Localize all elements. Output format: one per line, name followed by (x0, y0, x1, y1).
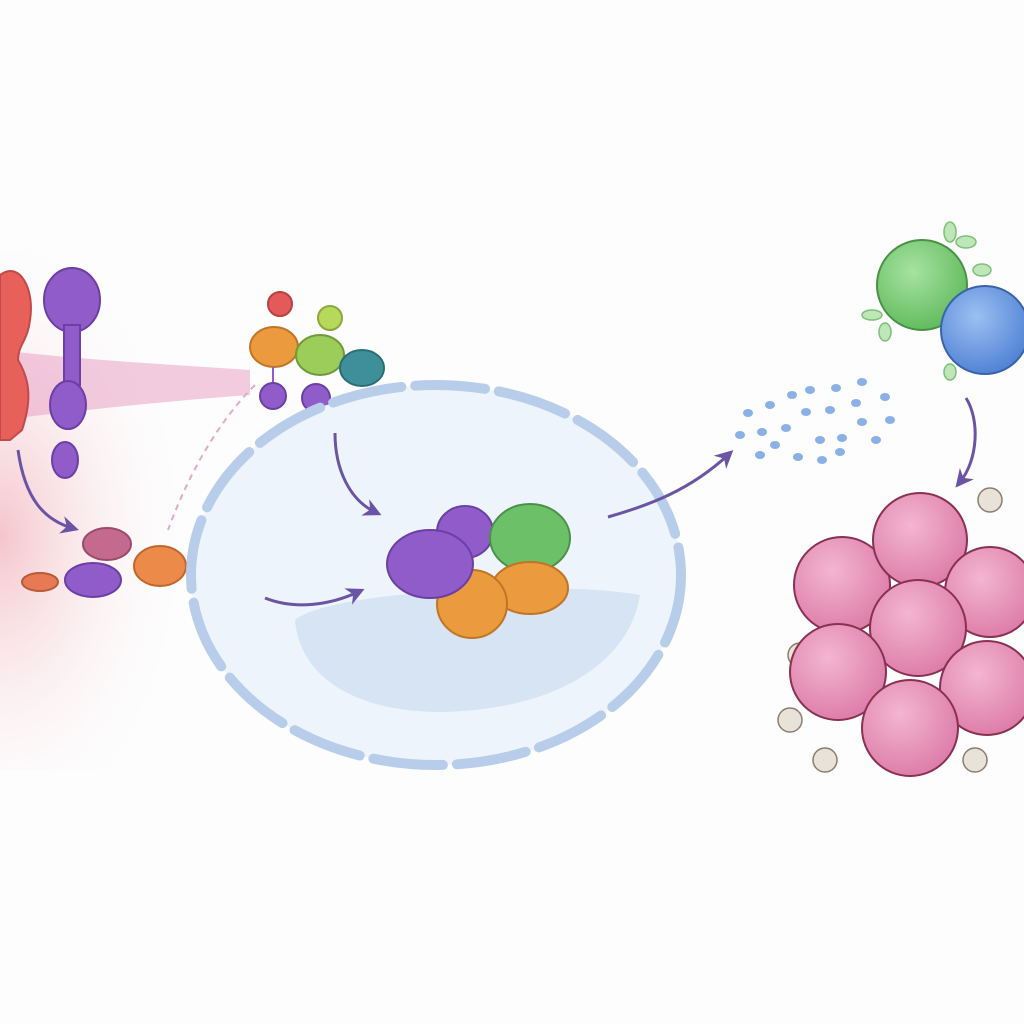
immune-cells (861, 221, 1024, 381)
secreted-particles (735, 378, 895, 464)
particle (801, 408, 811, 416)
particle (815, 436, 825, 444)
arrow-icon (333, 432, 382, 516)
debris (962, 747, 988, 773)
particle (743, 409, 753, 417)
particle (817, 456, 827, 464)
particle (825, 406, 835, 414)
arrow-icon (607, 450, 734, 519)
particle (831, 384, 841, 392)
particle (857, 418, 867, 426)
particle (851, 399, 861, 407)
arrow-icon (16, 449, 79, 534)
particle (885, 416, 895, 424)
debris (777, 707, 803, 733)
red-receptor (0, 270, 32, 441)
green-leaves (861, 221, 992, 381)
arrow-icon (955, 397, 977, 488)
particle (781, 424, 791, 432)
particle (835, 448, 845, 456)
tumor-cell (869, 579, 967, 677)
particle (735, 431, 745, 439)
particle (787, 391, 797, 399)
dashed-path (167, 384, 256, 531)
endoplasmic-reticulum (295, 588, 640, 712)
green-immune-cell (876, 239, 968, 331)
particle (837, 434, 847, 442)
blue-immune-cell (940, 285, 1024, 375)
particle (765, 401, 775, 409)
debris (977, 487, 1003, 513)
protein-complex (386, 503, 571, 639)
particle (857, 378, 867, 386)
particle (880, 393, 890, 401)
tumor-cell (789, 623, 887, 721)
tumor-cell (939, 640, 1024, 736)
particle (757, 428, 767, 436)
arrows (16, 397, 977, 607)
particle (793, 453, 803, 461)
tumor-cell (861, 679, 959, 777)
particle (805, 386, 815, 394)
tumor-cluster (777, 487, 1024, 777)
particle (755, 451, 765, 459)
particle (871, 436, 881, 444)
purple-receptor (43, 267, 101, 479)
molecule-cluster (249, 291, 385, 421)
arrow-icon (264, 588, 365, 607)
debris (812, 747, 838, 773)
particle (770, 441, 780, 449)
